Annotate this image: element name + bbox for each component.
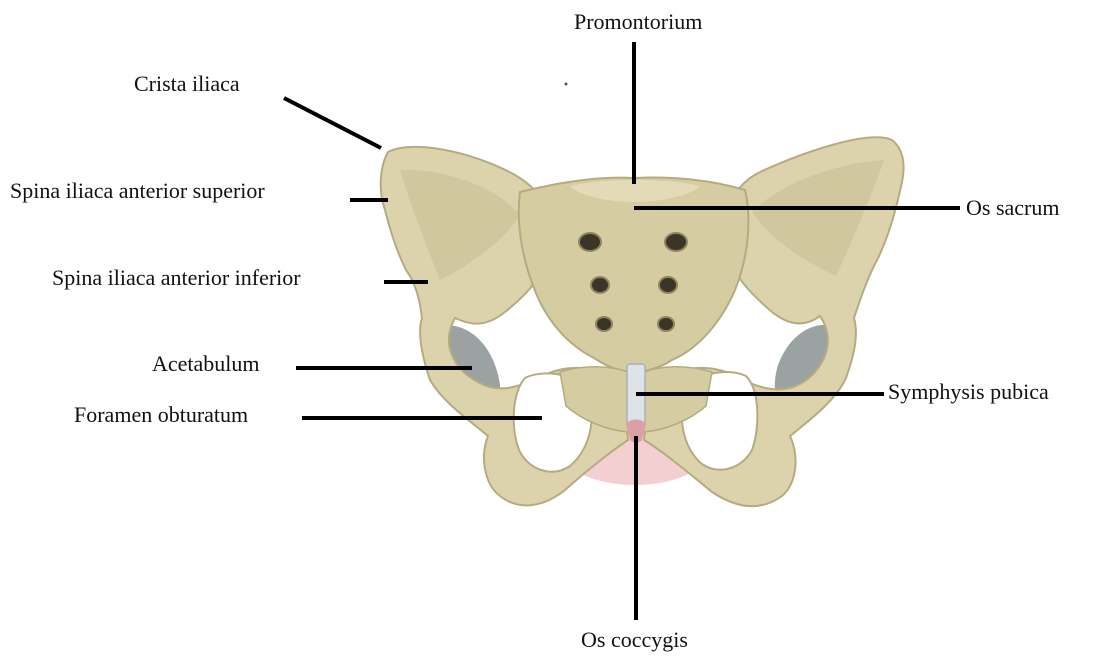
label-acetabulum: Acetabulum [152, 351, 260, 377]
leader-line-crista-iliaca [284, 98, 381, 148]
label-crista-iliaca: Crista iliaca [134, 71, 240, 97]
stray-dot [565, 83, 568, 86]
sacral-foramen [659, 277, 677, 293]
label-spina-iliaca-anterior-superior: Spina iliaca anterior superior [10, 178, 265, 204]
sacral-foramen [596, 317, 612, 331]
label-foramen-obturatum: Foramen obturatum [74, 402, 248, 428]
label-spina-iliaca-anterior-inferior: Spina iliaca anterior inferior [52, 265, 301, 291]
label-os-sacrum: Os sacrum [966, 195, 1059, 221]
label-promontorium: Promontorium [574, 9, 702, 35]
label-os-coccygis: Os coccygis [581, 627, 688, 653]
sacral-foramen [591, 277, 609, 293]
label-symphysis-pubica: Symphysis pubica [888, 379, 1049, 405]
sacral-foramen [658, 317, 674, 331]
sacral-foramen [579, 233, 601, 251]
sacral-foramen [665, 233, 687, 251]
